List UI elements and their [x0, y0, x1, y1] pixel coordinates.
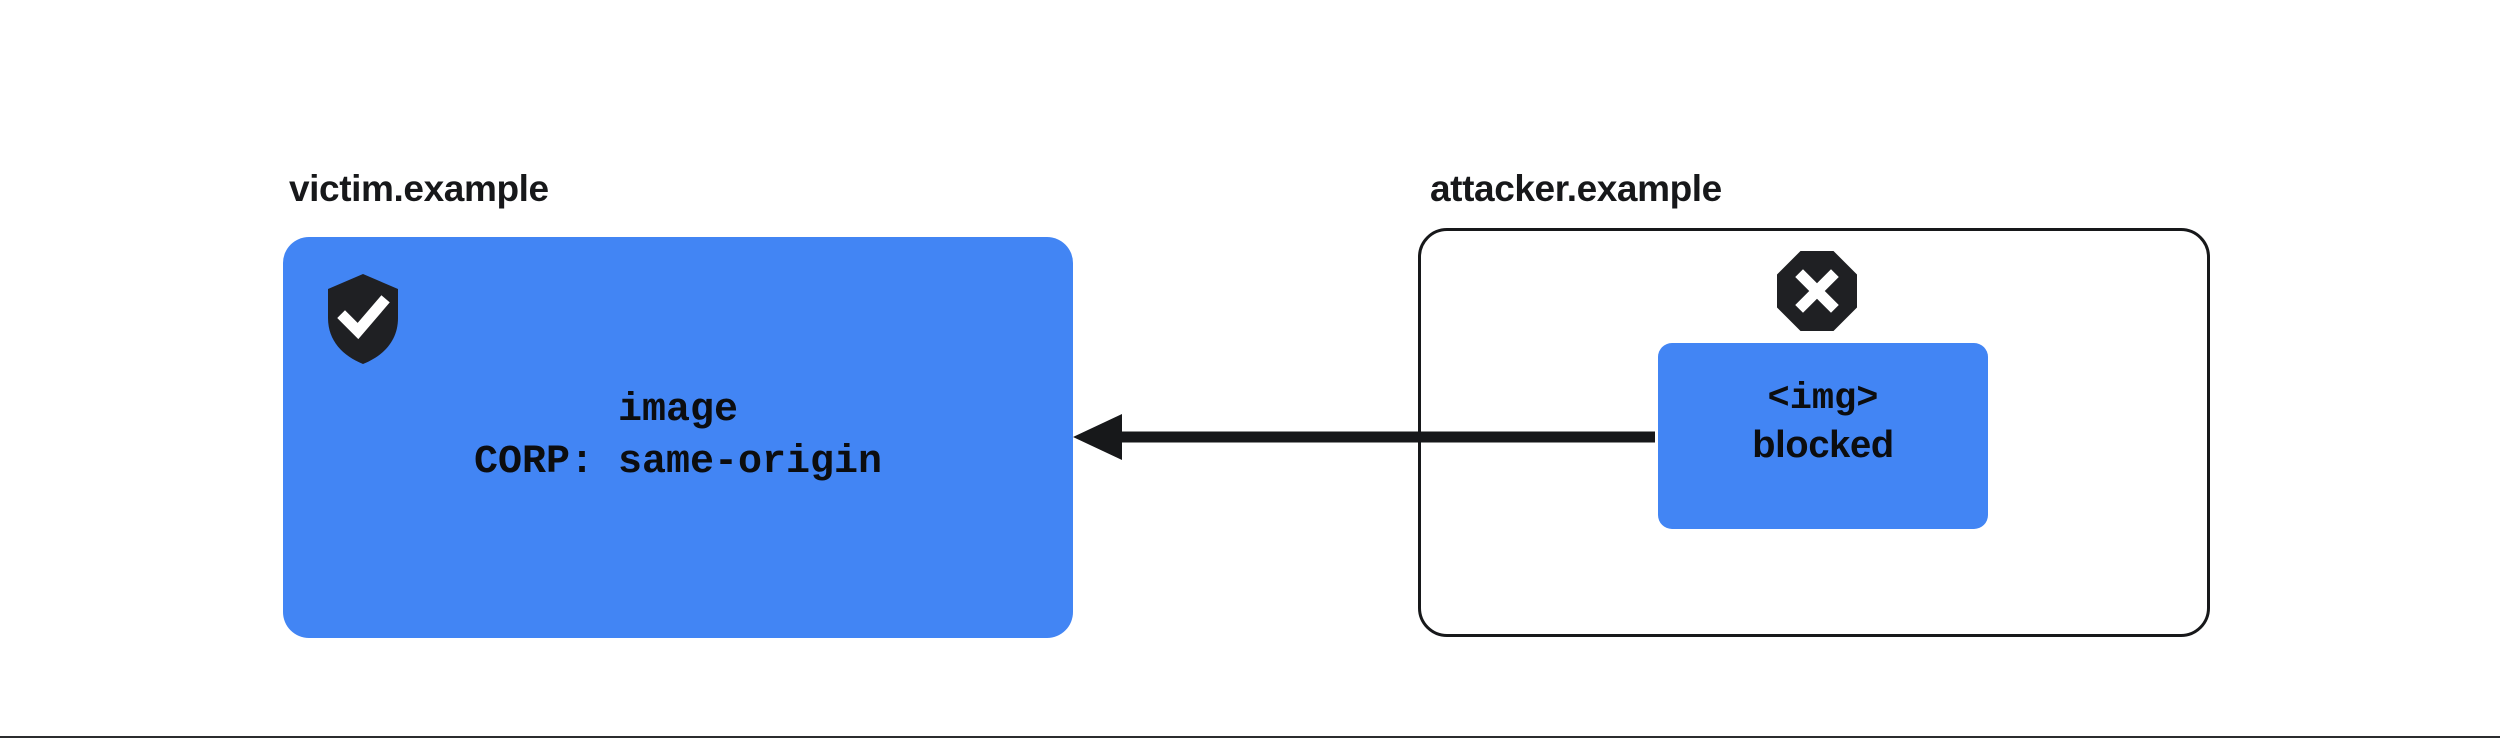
victim-origin-panel: image CORP: same-origin: [283, 237, 1073, 638]
victim-resource-header: CORP: same-origin: [473, 440, 883, 485]
bottom-divider: [0, 736, 2500, 738]
victim-origin-label: victim.example: [289, 168, 549, 209]
victim-resource-name: image: [617, 388, 739, 433]
attacker-embed-box: <img> blocked: [1658, 343, 1988, 529]
embed-tag-label: <img>: [1767, 378, 1879, 420]
attacker-origin-label: attacker.example: [1430, 168, 1722, 209]
victim-resource-text: image CORP: same-origin: [283, 385, 1073, 489]
octagon-x-icon: [1776, 250, 1858, 332]
arrow-left-icon: [1060, 406, 1670, 468]
embed-status-label: blocked: [1752, 424, 1894, 466]
shield-check-icon: [326, 273, 400, 365]
